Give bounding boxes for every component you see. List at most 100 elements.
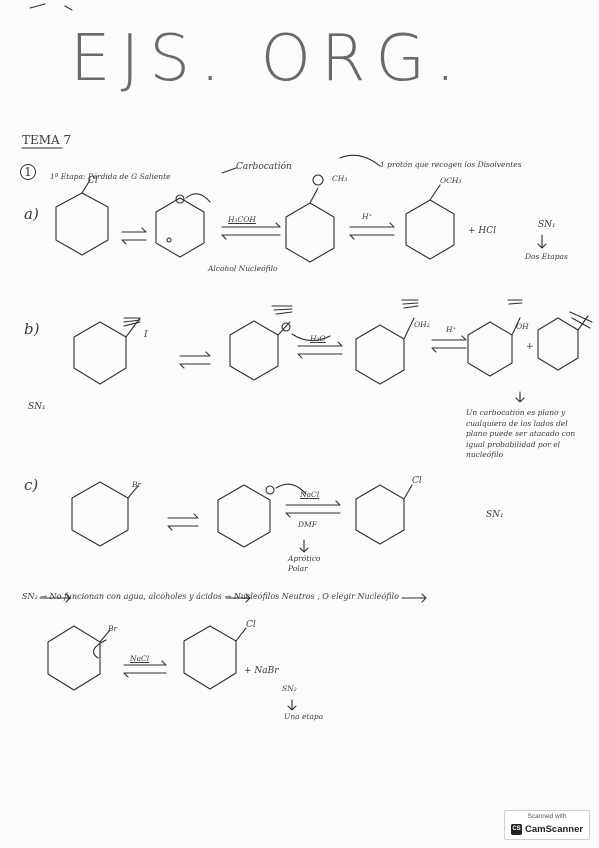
sn2-byproduct: + NaBr <box>244 666 279 676</box>
bond-a3 <box>309 187 319 204</box>
hexagon-d2 <box>183 625 237 690</box>
part-a-steps-note: Dos Etapas <box>525 252 568 261</box>
equilibrium-b3 <box>431 335 467 353</box>
hexagon-b3 <box>355 324 405 385</box>
part-a-h-plus: H⁺ <box>362 212 373 221</box>
hexagon-b5 <box>537 317 579 371</box>
part-c-reagent: NaCl <box>300 490 320 499</box>
note-proton: 1 protón que recogen los Disolventes <box>380 160 522 169</box>
part-c-label: c) <box>24 476 39 494</box>
bond-d1 <box>99 629 111 643</box>
equilibrium-a2 <box>221 222 281 240</box>
page-title: EJS. ORG. <box>70 22 466 96</box>
watermark-brand: CamScanner <box>525 824 584 836</box>
proton-arrow <box>339 154 381 167</box>
section-heading: TEMA 7 <box>22 133 72 147</box>
sn2-statement: SN₂ → No funcionan con agua, alcoholes y… <box>22 592 399 601</box>
bond-b1 <box>125 317 141 338</box>
sn2-arrow-3 <box>401 593 427 603</box>
corner-marks <box>29 3 73 11</box>
watermark-top-text: Scanned with <box>527 813 567 820</box>
equilibrium-a3 <box>349 222 395 240</box>
part-b-mechanism: SN₁ <box>28 402 46 412</box>
part-a-byproduct: + HCl <box>468 226 497 236</box>
part-b-solvent: H₂O <box>310 334 326 343</box>
bond-a4 <box>429 184 441 201</box>
bond-b3 <box>403 317 415 340</box>
part-c-solvent: DMF <box>298 520 317 529</box>
equilibrium-b2 <box>297 341 343 359</box>
carbocation-charge-a <box>175 194 185 204</box>
bond-d2 <box>235 627 247 642</box>
carbocation-charge-b <box>281 322 291 332</box>
camscanner-logo-icon: CS <box>511 824 522 835</box>
hexagon-a1 <box>55 192 109 256</box>
equilibrium-c2 <box>285 500 341 518</box>
part-a-ch3: CH₃ <box>332 174 348 183</box>
part-c-product-group: Cl <box>412 476 422 486</box>
part-b-oh2: OH₂ <box>414 320 430 329</box>
equilibrium-b1 <box>179 351 211 369</box>
bond-b2 <box>277 321 291 336</box>
wedge-b3 <box>401 299 419 309</box>
part-a-mechanism: SN₁ <box>538 220 556 230</box>
sn2-leaving-group: Br <box>108 624 118 633</box>
down-arrow-d <box>287 699 297 711</box>
hexagon-c3 <box>355 484 405 545</box>
part-b-label: b) <box>24 320 40 338</box>
curved-arrow-c <box>275 483 307 495</box>
part-c-leaving-group: Br <box>132 480 142 489</box>
carbocation-charge-c <box>265 485 275 495</box>
hexagon-a4 <box>405 199 455 260</box>
curved-arrow-d <box>92 639 107 659</box>
hexagon-c2 <box>217 484 271 548</box>
wedge-b5 <box>569 311 593 331</box>
down-arrow-c <box>299 539 309 553</box>
curved-arrow-a <box>185 193 211 203</box>
part-a-och3: OCH₃ <box>440 176 462 185</box>
bond-c1 <box>127 485 139 499</box>
carbocation-pointer <box>221 167 237 174</box>
hexagon-b4 <box>467 321 513 377</box>
exercise-number: 1 <box>20 164 36 180</box>
bond-a1 <box>81 179 91 194</box>
sn2-arrow-2 <box>225 593 251 603</box>
part-c-mechanism: SN₁ <box>486 510 504 520</box>
wedge-b2 <box>271 305 293 315</box>
sn2-product-group: Cl <box>246 620 256 630</box>
part-a-solvent: H₃COH <box>228 215 256 224</box>
hexagon-a2 <box>155 197 205 258</box>
hexagon-b1 <box>73 321 127 385</box>
hexagon-d1 <box>47 625 101 691</box>
hexagon-c1 <box>71 481 129 547</box>
sn2-steps-note: Una etapa <box>284 712 324 721</box>
part-b-h-plus: H⁺ <box>446 325 457 334</box>
wedge-b4 <box>507 299 523 305</box>
equilibrium-c1 <box>167 513 199 531</box>
sn2-mechanism: SN₂ <box>282 684 297 693</box>
part-b-plus: + <box>526 342 534 352</box>
bond-b4 <box>511 317 521 336</box>
bond-c3 <box>403 484 413 500</box>
lone-dot-a <box>166 237 172 243</box>
part-a-label: a) <box>24 205 39 223</box>
part-b-explanation: Un carbocatión es plano y cualquiera de … <box>466 408 576 459</box>
down-arrow-a <box>537 234 547 249</box>
oxonium-charge <box>312 174 324 186</box>
sn2-arrow-1 <box>39 593 71 603</box>
equilibrium-d1 <box>123 660 167 678</box>
sn2-reagent: NaCl <box>130 654 150 663</box>
part-b-leaving-group: I <box>144 330 148 340</box>
part-a-leaving-group: Cl <box>88 176 98 186</box>
equilibrium-a1 <box>121 227 147 245</box>
part-c-solvent-note: Aprótico Polar <box>288 554 321 573</box>
part-a-solvent-note: Alcohol Nucleófilo <box>208 264 278 273</box>
hexagon-b2 <box>229 320 279 381</box>
part-b-oh: OH <box>516 322 529 331</box>
down-arrow-b <box>515 391 525 403</box>
hexagon-a3 <box>285 202 335 263</box>
